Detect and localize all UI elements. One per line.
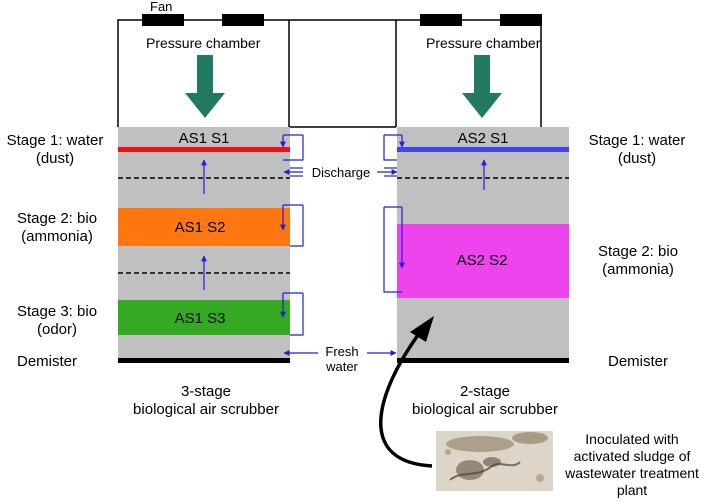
left-stage1-title: Stage 1: water: [7, 132, 104, 149]
left-pressure-chamber-label: Pressure chamber: [146, 35, 261, 51]
fan-right-block-2: [500, 14, 542, 26]
left-stage2-block: [118, 208, 290, 246]
right-stage1-subtitle: (dust): [618, 150, 656, 167]
left-stage1-label: AS1 S1: [179, 130, 230, 147]
right-stage2-label: AS2 S2: [457, 252, 508, 269]
inoculation-arrowhead: [410, 316, 434, 342]
right-stage2-subtitle: (ammonia): [602, 261, 674, 278]
left-stage1-bar: [118, 147, 290, 152]
left-stage3-title: Stage 3: bio: [17, 303, 97, 320]
inoculum-line3: wastewater treatment: [564, 465, 699, 481]
left-stage3-label: AS1 S3: [175, 310, 226, 327]
fresh-water-label-1: Fresh: [325, 344, 358, 359]
fan-mid-block: [222, 14, 264, 26]
inoculum-line4: plant: [617, 482, 647, 498]
right-demister-bar: [397, 358, 569, 363]
inoculation-arrow: [379, 333, 433, 468]
left-airflow-arrow: [185, 55, 225, 118]
right-caption-line2: biological air scrubber: [412, 401, 558, 418]
right-airflow-arrow: [462, 55, 502, 118]
inoculum-line2: activated sludge of: [574, 448, 691, 464]
fan-left-block: [142, 14, 184, 26]
left-demister-bar: [118, 358, 290, 363]
right-stage1-title: Stage 1: water: [589, 132, 686, 149]
sludge-micrograph: [436, 431, 553, 491]
left-demister-label: Demister: [17, 353, 77, 370]
duct-frame: [117, 19, 542, 128]
right-stage2-block: [397, 224, 569, 298]
discharge-label: Discharge: [312, 165, 371, 180]
left-recirculation-loops: [280, 134, 304, 336]
left-caption-line2: biological air scrubber: [133, 401, 279, 418]
left-stage1-subtitle: (dust): [36, 150, 74, 167]
fan-right-block-1: [420, 14, 462, 26]
left-stage2-title: Stage 2: bio: [17, 210, 97, 227]
right-pressure-chamber-label: Pressure chamber: [426, 35, 541, 51]
fan-label: Fan: [150, 0, 172, 14]
fresh-water-label-2: water: [325, 359, 358, 374]
right-demister-label: Demister: [608, 353, 668, 370]
inoculum-line1: Inoculated with: [585, 431, 678, 447]
left-caption-line1: 3-stage: [181, 383, 231, 400]
right-stage2-title: Stage 2: bio: [598, 243, 678, 260]
left-stage3-subtitle: (odor): [37, 321, 77, 338]
left-stage2-subtitle: (ammonia): [21, 228, 93, 245]
right-stage1-bar: [397, 147, 569, 152]
right-stage1-label: AS2 S1: [458, 130, 509, 147]
right-recirculation-loops: [383, 134, 405, 293]
left-stage3-block: [118, 300, 290, 335]
left-stage2-label: AS1 S2: [175, 219, 226, 236]
right-caption-line1: 2-stage: [460, 383, 510, 400]
